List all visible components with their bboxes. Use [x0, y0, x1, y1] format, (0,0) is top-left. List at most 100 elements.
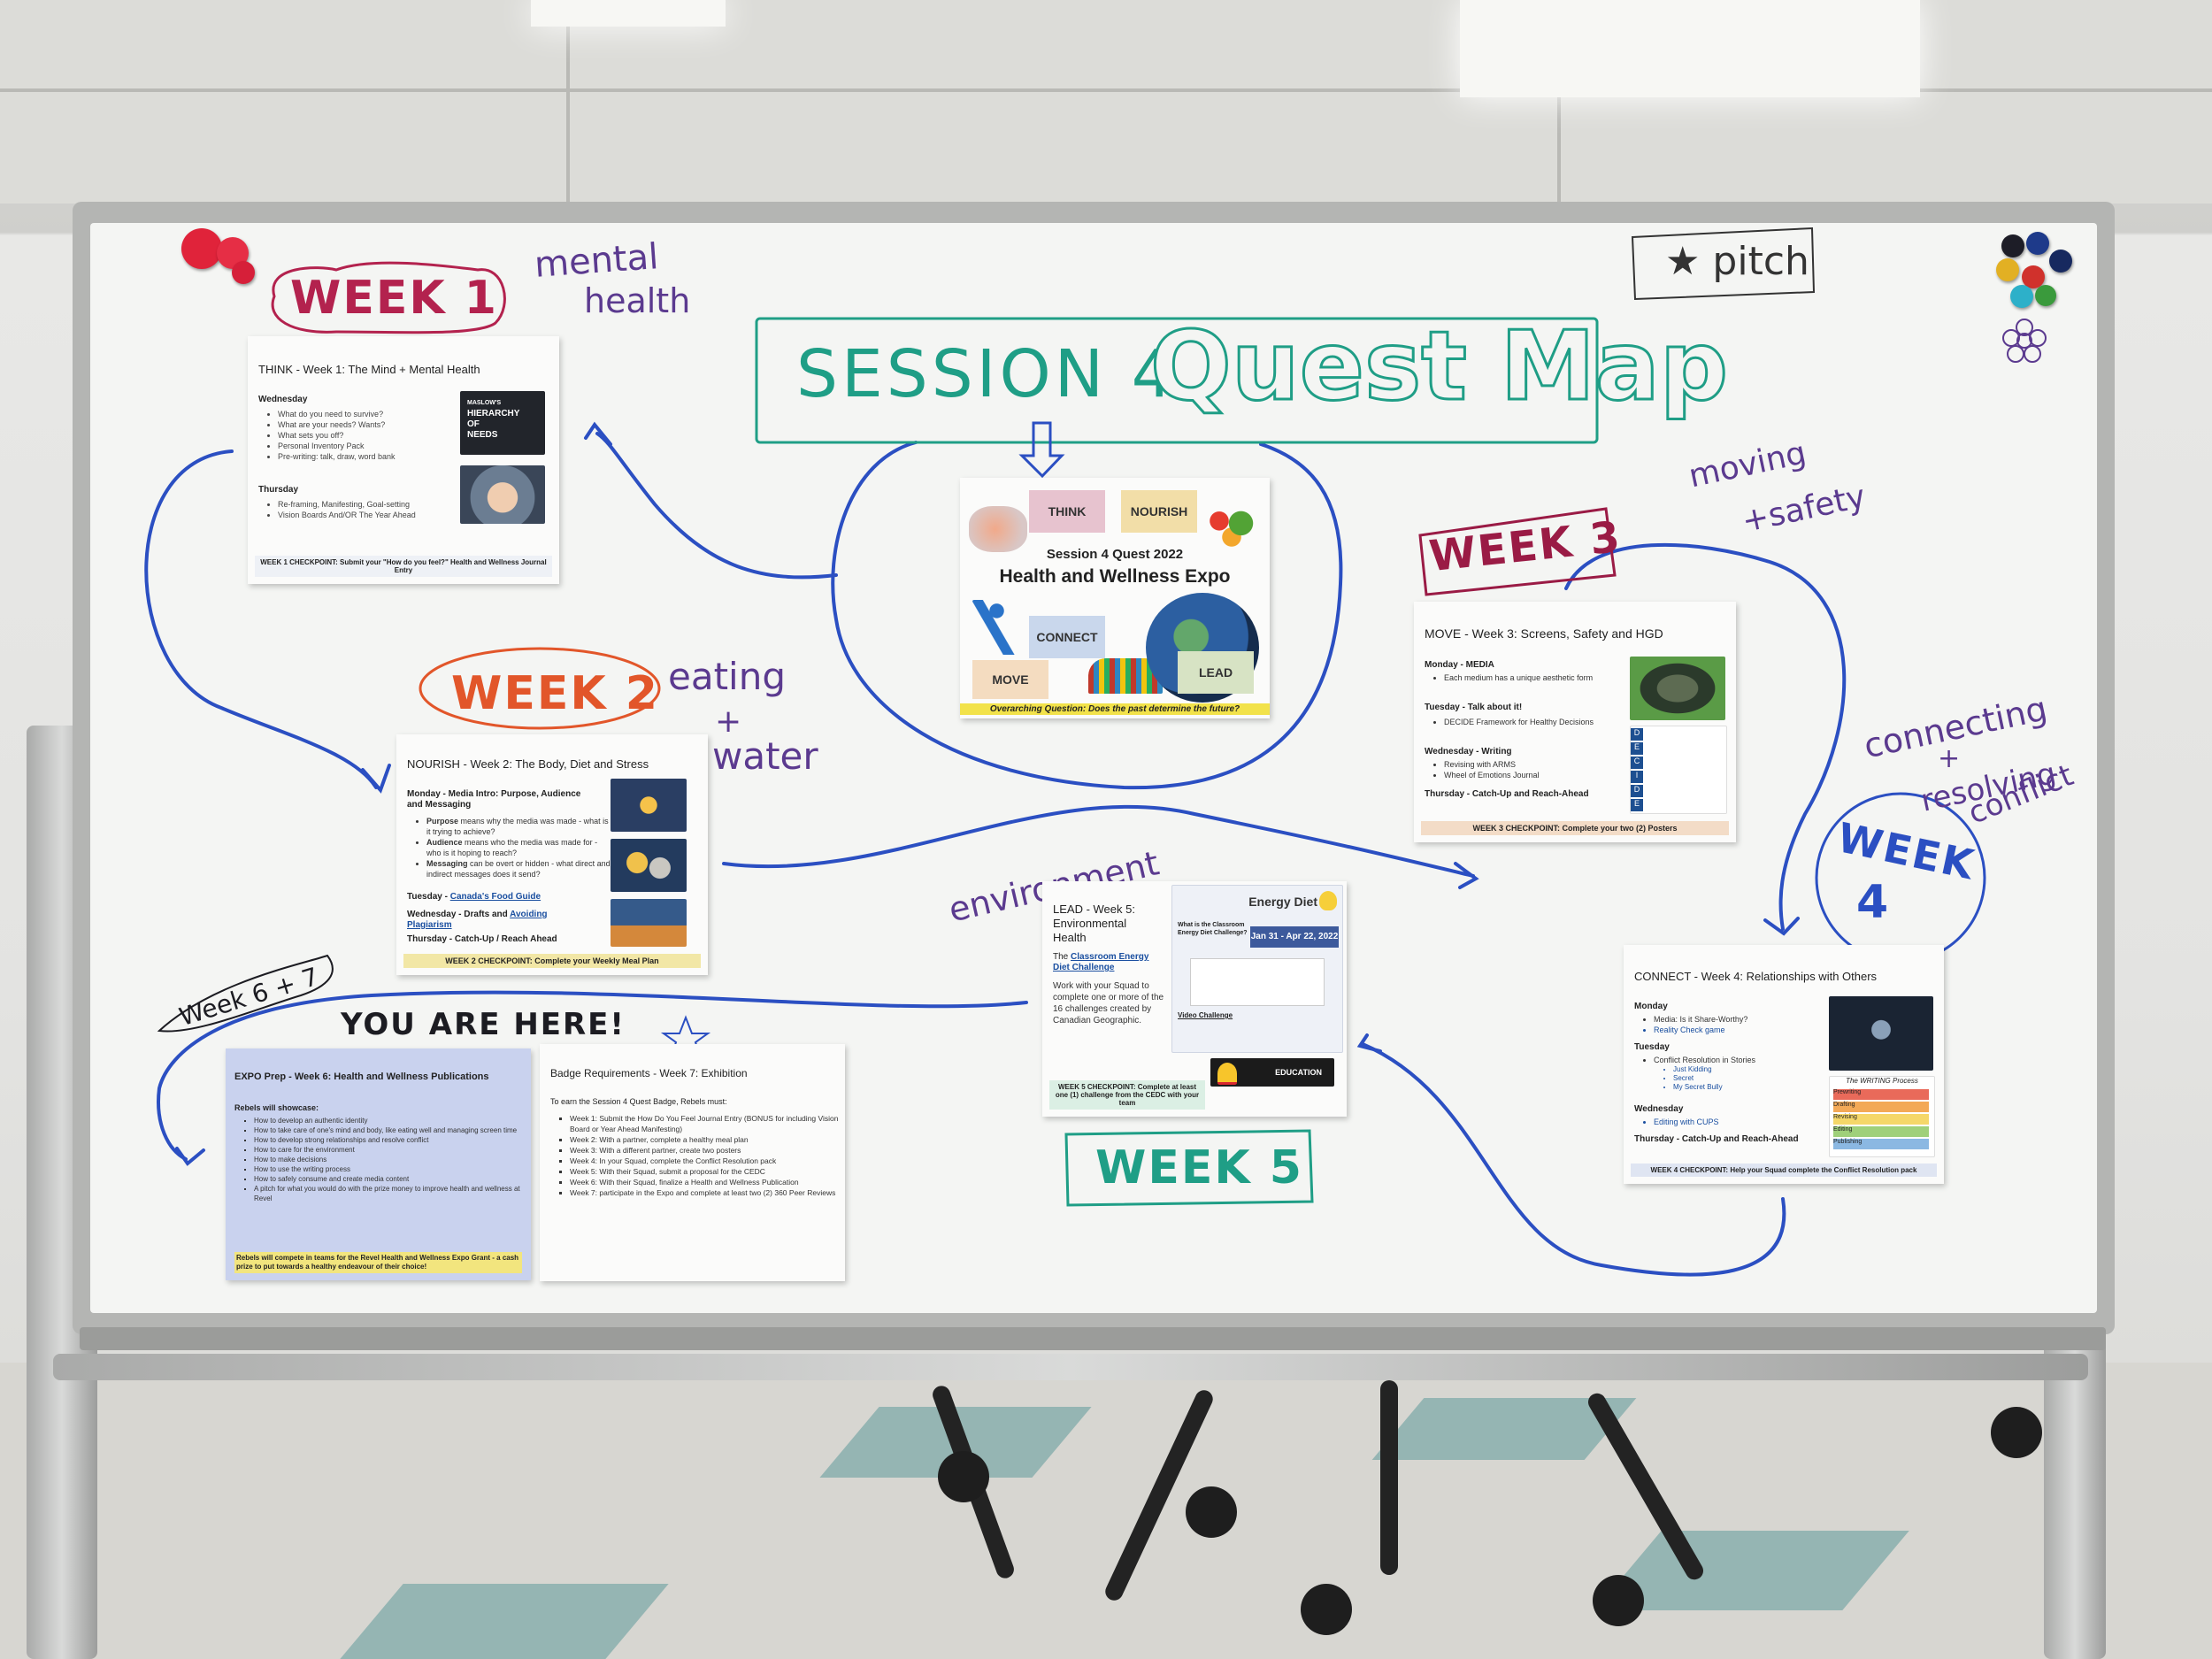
list-item: Week 1: Submit the How Do You Feel Journ…: [570, 1113, 845, 1134]
arrowhead-week1: [584, 421, 612, 446]
arrowhead-week6: [175, 1147, 205, 1166]
stand-crossbar: [53, 1354, 2088, 1380]
tag-think: THINK: [1029, 490, 1105, 533]
down-arrow-icon: [1018, 421, 1065, 479]
week5-box: [1064, 1129, 1314, 1207]
week3-checkpoint: WEEK 3 CHECKPOINT: Complete your two (2)…: [1421, 821, 1729, 835]
week2-paper-title: NOURISH - Week 2: The Body, Diet and Str…: [407, 757, 649, 771]
week3-day-label: Thursday - Catch-Up and Reach-Ahead: [1425, 789, 1589, 799]
story-link[interactable]: My Secret Bully: [1673, 1083, 1824, 1092]
week3-day-label: Tuesday - Talk about it!: [1425, 703, 1523, 712]
week1-day-label: Wednesday: [258, 395, 308, 404]
tv-thumbnail: [1630, 657, 1725, 720]
tag-connect: CONNECT: [1029, 616, 1105, 658]
flower-doodle-icon: [2002, 319, 2047, 363]
week5-intro: The Classroom Energy Diet Challenge: [1053, 952, 1168, 973]
path-week2-to-week3: [722, 804, 1475, 878]
list-item-term: Messaging: [426, 859, 468, 868]
week4-day-label: Thursday - Catch-Up and Reach-Ahead: [1634, 1134, 1799, 1144]
maslow-text: OF: [467, 419, 480, 429]
week1-label: WEEK 1: [290, 272, 498, 325]
week4-note: +: [1938, 743, 1961, 774]
quest-map-title: Quest Map: [1148, 311, 1729, 424]
path-week1-to-week2: [144, 449, 378, 789]
list-item: Personal Inventory Pack: [278, 441, 472, 451]
magnet: [2022, 265, 2045, 288]
week6-list: How to develop an authentic identity How…: [234, 1116, 528, 1203]
week1-note: health: [584, 281, 691, 320]
energy-diet-link[interactable]: Classroom Energy Diet Challenge: [1053, 952, 1149, 972]
list-item: Purpose means why the media was made - w…: [426, 816, 612, 837]
week1-day-label: Thursday: [258, 485, 299, 495]
week4-list: Media: Is it Share-Worthy? Reality Check…: [1634, 1014, 1831, 1035]
week4-list: Conflict Resolution in Stories: [1634, 1055, 1831, 1065]
week5-paper-title: LEAD - Week 5: Environmental Health: [1053, 902, 1135, 944]
tag-lead: LEAD: [1178, 651, 1254, 694]
arrowhead-week3: [1454, 862, 1479, 889]
writing-step: Editing: [1833, 1126, 1929, 1137]
writing-step: Drafting: [1833, 1102, 1929, 1112]
week5-checkpoint: WEEK 5 CHECKPOINT: Complete at least one…: [1049, 1080, 1205, 1110]
list-item: Each medium has a unique aesthetic form: [1444, 672, 1630, 683]
list-item: How to make decisions: [254, 1155, 528, 1164]
week2-paper: NOURISH - Week 2: The Body, Diet and Str…: [396, 734, 708, 975]
lightbulb-icon: [1319, 891, 1337, 910]
week3-day-label: Wednesday - Writing: [1425, 747, 1512, 757]
week2-note: water: [712, 734, 818, 778]
video-challenge-label: Video Challenge: [1178, 1011, 1233, 1019]
magnet: [2049, 250, 2072, 273]
list-item: How to safely consume and create media c…: [254, 1174, 528, 1184]
list-item: What are your needs? Wants?: [278, 419, 472, 430]
writing-process-thumbnail: The WRITING Process Prewriting Drafting …: [1829, 1076, 1935, 1157]
food-guide-link[interactable]: Canada's Food Guide: [449, 892, 541, 902]
week67-bubble: [157, 954, 334, 1033]
week1-list: Re-framing, Manifesting, Goal-setting Vi…: [258, 499, 490, 520]
vegetables-image: [1201, 503, 1263, 549]
list-item: A pitch for what you would do with the p…: [254, 1184, 528, 1203]
week2-day-label: Thursday - Catch-Up / Reach Ahead: [407, 934, 557, 944]
energy-diet-brand: Energy Diet: [1248, 895, 1317, 909]
decide-letter: C: [1631, 757, 1643, 769]
week3-box: [1418, 507, 1617, 596]
magnet: [1996, 258, 2019, 281]
list-item: Week 2: With a partner, complete a healt…: [570, 1134, 845, 1145]
poster-subtitle: Session 4 Quest 2022: [1046, 547, 1184, 562]
maslow-thumbnail: MASLOW'S HIERARCHY OF NEEDS: [460, 391, 545, 455]
week4-day-label: Monday: [1634, 1002, 1668, 1011]
path-week5-to-week6: [157, 990, 1028, 1161]
ceiling-light: [531, 0, 726, 27]
list-item: How to use the writing process: [254, 1164, 528, 1174]
magnet: [232, 261, 255, 284]
path-week3-to-week4: [1564, 542, 1847, 931]
week4-sublist: Just Kidding Secret My Secret Bully: [1654, 1065, 1824, 1092]
story-link[interactable]: Just Kidding: [1673, 1065, 1824, 1074]
week2-day-label: Wednesday - Drafts and Avoiding Plagiari…: [407, 910, 584, 931]
stand-leg: [1380, 1380, 1398, 1575]
week2-note: +: [715, 703, 742, 740]
decide-letter: E: [1631, 742, 1643, 755]
plagiarism-link[interactable]: Avoiding Plagiarism: [407, 910, 548, 930]
week4-list: Editing with CUPS: [1634, 1117, 1831, 1127]
path-center-loop-left: [831, 441, 1343, 790]
caster-wheel: [1186, 1486, 1237, 1538]
week6-paper-title: EXPO Prep - Week 6: Health and Wellness …: [234, 1071, 489, 1082]
story-link[interactable]: Secret: [1673, 1074, 1824, 1083]
intro-text: The: [1053, 952, 1071, 962]
week2-note: eating: [668, 655, 786, 698]
runner-icon: [972, 600, 1017, 655]
decide-letter: D: [1631, 785, 1643, 797]
list-item: Vision Boards And/OR The Year Ahead: [278, 510, 490, 520]
week6-paper: EXPO Prep - Week 6: Health and Wellness …: [226, 1048, 531, 1280]
caster-wheel: [1991, 1407, 2042, 1458]
session-title: SESSION 4: [796, 336, 1177, 412]
caster-wheel: [1301, 1584, 1352, 1635]
energy-diet-question: What is the Classroom Energy Diet Challe…: [1178, 922, 1248, 936]
list-item: Week 3: With a different partner, create…: [570, 1145, 845, 1156]
reality-check-link[interactable]: Reality Check game: [1654, 1025, 1831, 1035]
cups-link[interactable]: Editing with CUPS: [1654, 1117, 1831, 1127]
list-item: How to develop an authentic identity: [254, 1116, 528, 1125]
week2-list: Purpose means why the media was made - w…: [407, 816, 612, 879]
you-are-here-label: YOU ARE HERE!: [341, 1007, 626, 1042]
week1-list: What do you need to survive? What are yo…: [258, 409, 472, 462]
food-thumbnail: [611, 839, 687, 892]
